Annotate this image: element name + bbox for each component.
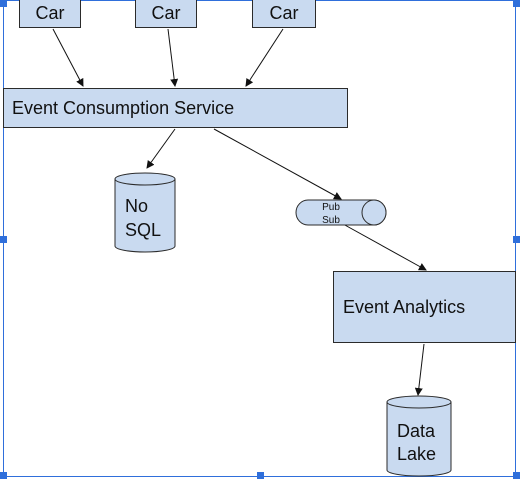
event-analytics-box[interactable]: Event Analytics: [333, 271, 516, 343]
data-lake-label-line1: Data: [397, 421, 436, 441]
event-analytics-label: Event Analytics: [343, 296, 466, 317]
selection-handle-top-left[interactable]: [0, 0, 7, 7]
event-consumption-service-label: Event Consumption Service: [12, 97, 235, 118]
selection-handle-top-right[interactable]: [513, 0, 520, 7]
pubsub-label-line1: Pub: [322, 202, 340, 213]
selection-handle-middle-right[interactable]: [513, 236, 520, 243]
selection-handle-bottom-right[interactable]: [513, 472, 520, 479]
arrow-car2-to-service: [167, 28, 179, 87]
arrow-car1-to-service: [52, 28, 84, 87]
selection-handle-middle-left[interactable]: [0, 236, 7, 243]
pubsub-queue-shape[interactable]: Pub Sub: [295, 199, 387, 226]
arrow-pubsub-to-analytics: [342, 223, 427, 271]
car-label-3: Car: [269, 3, 299, 23]
car-label-2: Car: [151, 3, 181, 23]
car-box-3[interactable]: Car: [252, 0, 316, 28]
arrow-car3-to-service: [245, 28, 284, 87]
nosql-database-shape[interactable]: No SQL: [114, 172, 176, 253]
car-label-1: Car: [35, 3, 65, 23]
pubsub-label-line2: Sub: [322, 215, 340, 226]
arrow-service-to-pubsub: [213, 128, 342, 200]
nosql-label-line1: No: [125, 196, 148, 216]
nosql-label-line2: SQL: [125, 220, 161, 240]
data-lake-database-shape[interactable]: Data Lake: [386, 395, 452, 477]
selection-handle-bottom-middle[interactable]: [257, 472, 264, 479]
data-lake-label-line2: Lake: [397, 444, 436, 464]
car-box-2[interactable]: Car: [135, 0, 197, 28]
car-box-1[interactable]: Car: [19, 0, 81, 28]
event-consumption-service-box[interactable]: Event Consumption Service: [3, 88, 348, 128]
arrow-service-to-nosql: [146, 128, 176, 169]
selection-handle-bottom-left[interactable]: [0, 472, 7, 479]
arrow-analytics-to-datalake: [414, 343, 425, 396]
